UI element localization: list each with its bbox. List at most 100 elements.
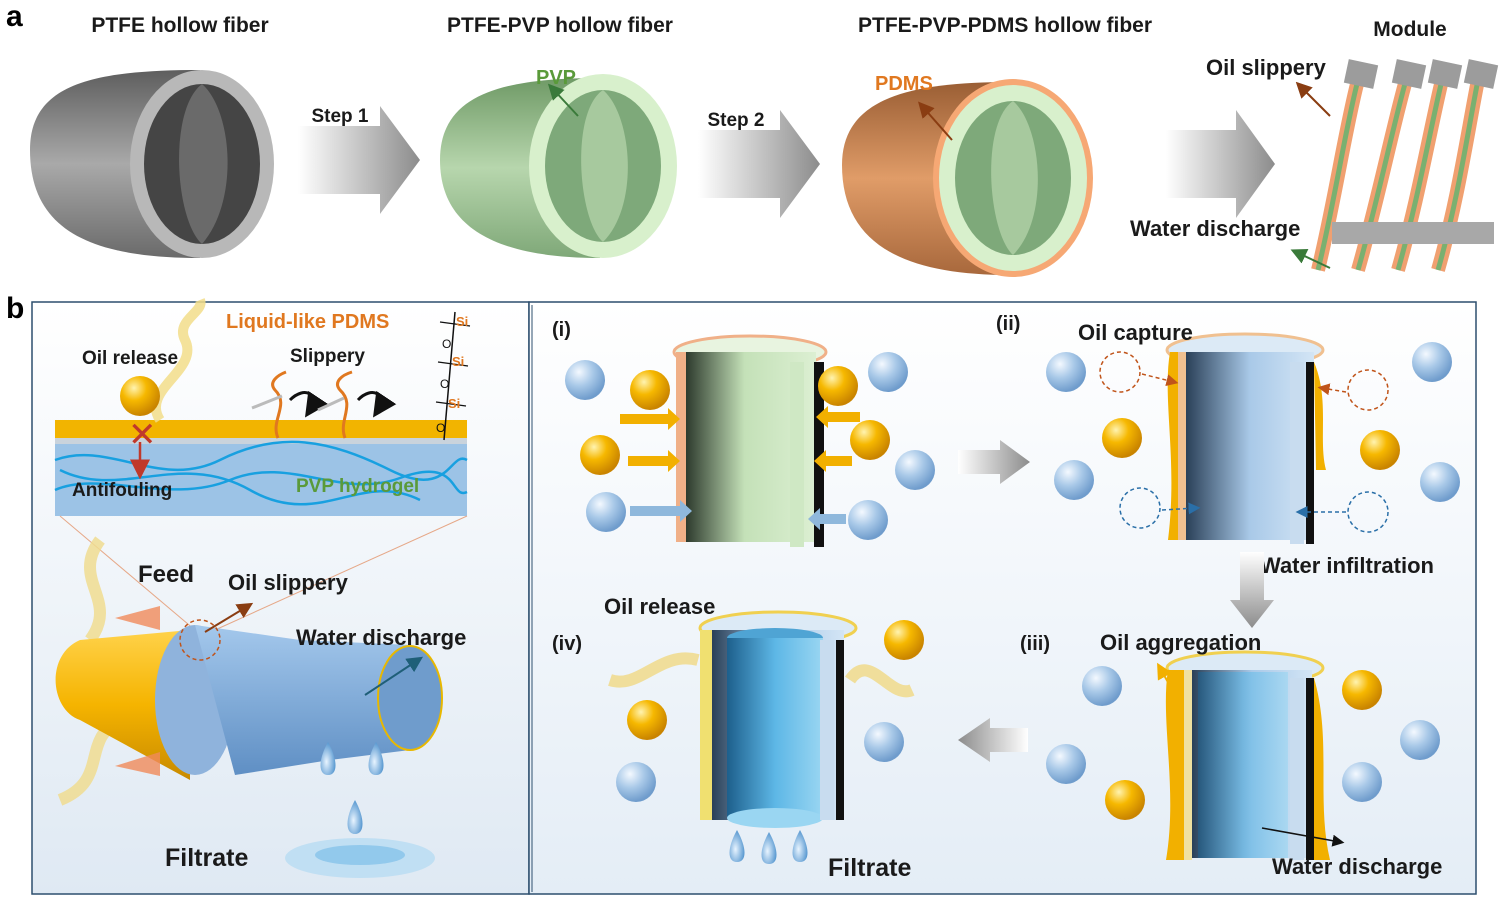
- arrow-i-to-ii: [958, 440, 1030, 484]
- stage-iii-water-2: [1046, 744, 1086, 784]
- stage-ii-water-1: [1046, 352, 1086, 392]
- stage-ii-label: (ii): [996, 313, 1020, 335]
- ptfe-pvp-fiber: [440, 74, 677, 258]
- left-water-pointer: [364, 656, 424, 696]
- slippery-label: Slippery: [290, 346, 365, 367]
- ptfe-fiber: [30, 70, 274, 258]
- stage-iii-oil-2: [1342, 670, 1382, 710]
- stage-iv-oil-stream-right: [845, 664, 915, 698]
- stage-ii-ghost-water-2: [1347, 491, 1389, 533]
- module: [1311, 59, 1499, 272]
- stage-iv-oil-2: [884, 620, 924, 660]
- stage-iii-water-discharge-label: Water discharge: [1272, 854, 1442, 879]
- stage-iii-cylinder: [1165, 650, 1330, 860]
- stage-iii-water-1: [1082, 666, 1122, 706]
- feed-label: Feed: [138, 561, 194, 588]
- si-label-1: Si: [456, 314, 468, 329]
- stage-ii-water-2: [1054, 460, 1094, 500]
- left-oil-slippery-pointer: [204, 602, 254, 633]
- pvp-hydrogel-label: PVP hydrogel: [296, 476, 419, 497]
- pvp-label: PVP: [536, 67, 576, 89]
- pdms-chains: [251, 370, 397, 439]
- stage-i-water-1: [565, 360, 605, 400]
- stage-i-water-3: [868, 352, 908, 392]
- oil-droplet: [120, 376, 160, 416]
- stage-iv-oil-1: [627, 700, 667, 740]
- left-filtrate-drops: [285, 742, 435, 878]
- stage-ii-ghost-oil-2: [1347, 369, 1389, 411]
- oil-aggregation-pointer: [1157, 662, 1179, 701]
- stage-i-water-5: [848, 500, 888, 540]
- arrow-iii-to-iv: [958, 718, 1028, 762]
- left-water-discharge-label: Water discharge: [296, 625, 466, 650]
- left-filtrate-label: Filtrate: [165, 844, 248, 872]
- stage-iv-water-1: [616, 762, 656, 802]
- left-oil-slippery-label: Oil slippery: [228, 570, 349, 595]
- stage-ii-oil-2: [1360, 430, 1400, 470]
- pvp-pointer: [547, 83, 579, 117]
- stage-iii-oil-1: [1105, 780, 1145, 820]
- stage-ii-oil-1: [1102, 418, 1142, 458]
- title-module: Module: [1373, 18, 1447, 41]
- siloxane-chain: Si Si Si O O O: [435, 311, 471, 441]
- step2-arrow: [698, 110, 820, 218]
- stage-i-arrow-3: [630, 500, 692, 522]
- module-oil-pointer: [1295, 81, 1331, 117]
- oil-capture-label: Oil capture: [1078, 320, 1193, 345]
- stage-i-oil-1: [630, 370, 670, 410]
- o-label-3: O: [436, 421, 445, 435]
- pdms-pointer: [918, 101, 953, 141]
- step1-arrow: [298, 106, 420, 214]
- big-tube: [55, 536, 443, 806]
- stage-iii-water-pointer: [1261, 827, 1345, 847]
- liquid-like-pdms-label: Liquid-like PDMS: [226, 311, 389, 333]
- oil-aggregation-label: Oil aggregation: [1100, 630, 1261, 655]
- stage-i-oil-3: [818, 366, 858, 406]
- si-label-2: Si: [452, 354, 464, 369]
- stage-iii-water-4: [1342, 762, 1382, 802]
- step2-label: Step 2: [707, 110, 764, 131]
- stage-ii-water-3: [1412, 342, 1452, 382]
- si-label-3: Si: [448, 396, 460, 411]
- title-ptfe: PTFE hollow fiber: [91, 14, 268, 37]
- zoom-line-right: [214, 515, 468, 631]
- stage-iv-oil-release-label: Oil release: [604, 594, 715, 619]
- stage-i-water-4: [895, 450, 935, 490]
- pdms-label: PDMS: [875, 73, 933, 95]
- stage-ii-water-4: [1420, 462, 1460, 502]
- stage-i-water-2: [586, 492, 626, 532]
- module-water-discharge: Water discharge: [1130, 216, 1300, 241]
- module-water-pointer: [1290, 249, 1331, 269]
- stage-iii-water-3: [1400, 720, 1440, 760]
- left-oil-release-label: Oil release: [82, 348, 178, 369]
- stage-ii-cylinder: [1165, 332, 1326, 544]
- panel-b-left: [31, 301, 530, 895]
- o-label-1: O: [442, 337, 451, 351]
- arrow-ii-to-iii: [1230, 552, 1274, 628]
- stage-i-arrow-6: [808, 508, 846, 530]
- panel-a-letter: a: [6, 0, 23, 33]
- membrane-layers: [54, 420, 468, 516]
- ptfe-pvp-pdms-fiber: [842, 79, 1093, 277]
- water-infiltration-label: Water infiltration: [1260, 553, 1434, 578]
- stage-ii-ghost-oil-1: [1099, 351, 1141, 393]
- stage-iv-oil-stream-left: [608, 652, 700, 688]
- stage-iv-label: (iv): [552, 633, 582, 655]
- module-oil-slippery: Oil slippery: [1206, 55, 1327, 80]
- stage-i-arrow-5: [814, 450, 852, 472]
- o-label-2: O: [440, 377, 449, 391]
- stage-i-label: (i): [552, 319, 571, 341]
- stage-i-oil-4: [850, 420, 890, 460]
- stage-iii-label: (iii): [1020, 633, 1050, 655]
- stage-iv-filtrate-label: Filtrate: [828, 854, 911, 882]
- stage-ii-ghost-water-1: [1119, 487, 1161, 529]
- stage-iv-cylinder: [698, 610, 858, 828]
- stage-i-arrow-2: [628, 450, 680, 472]
- step1-label: Step 1: [311, 106, 368, 127]
- stage-i-oil-2: [580, 435, 620, 475]
- panel-b-letter: b: [6, 292, 24, 325]
- stage-ii-water-arrow-1: [1161, 502, 1201, 515]
- antifouling-label: Antifouling: [72, 480, 172, 501]
